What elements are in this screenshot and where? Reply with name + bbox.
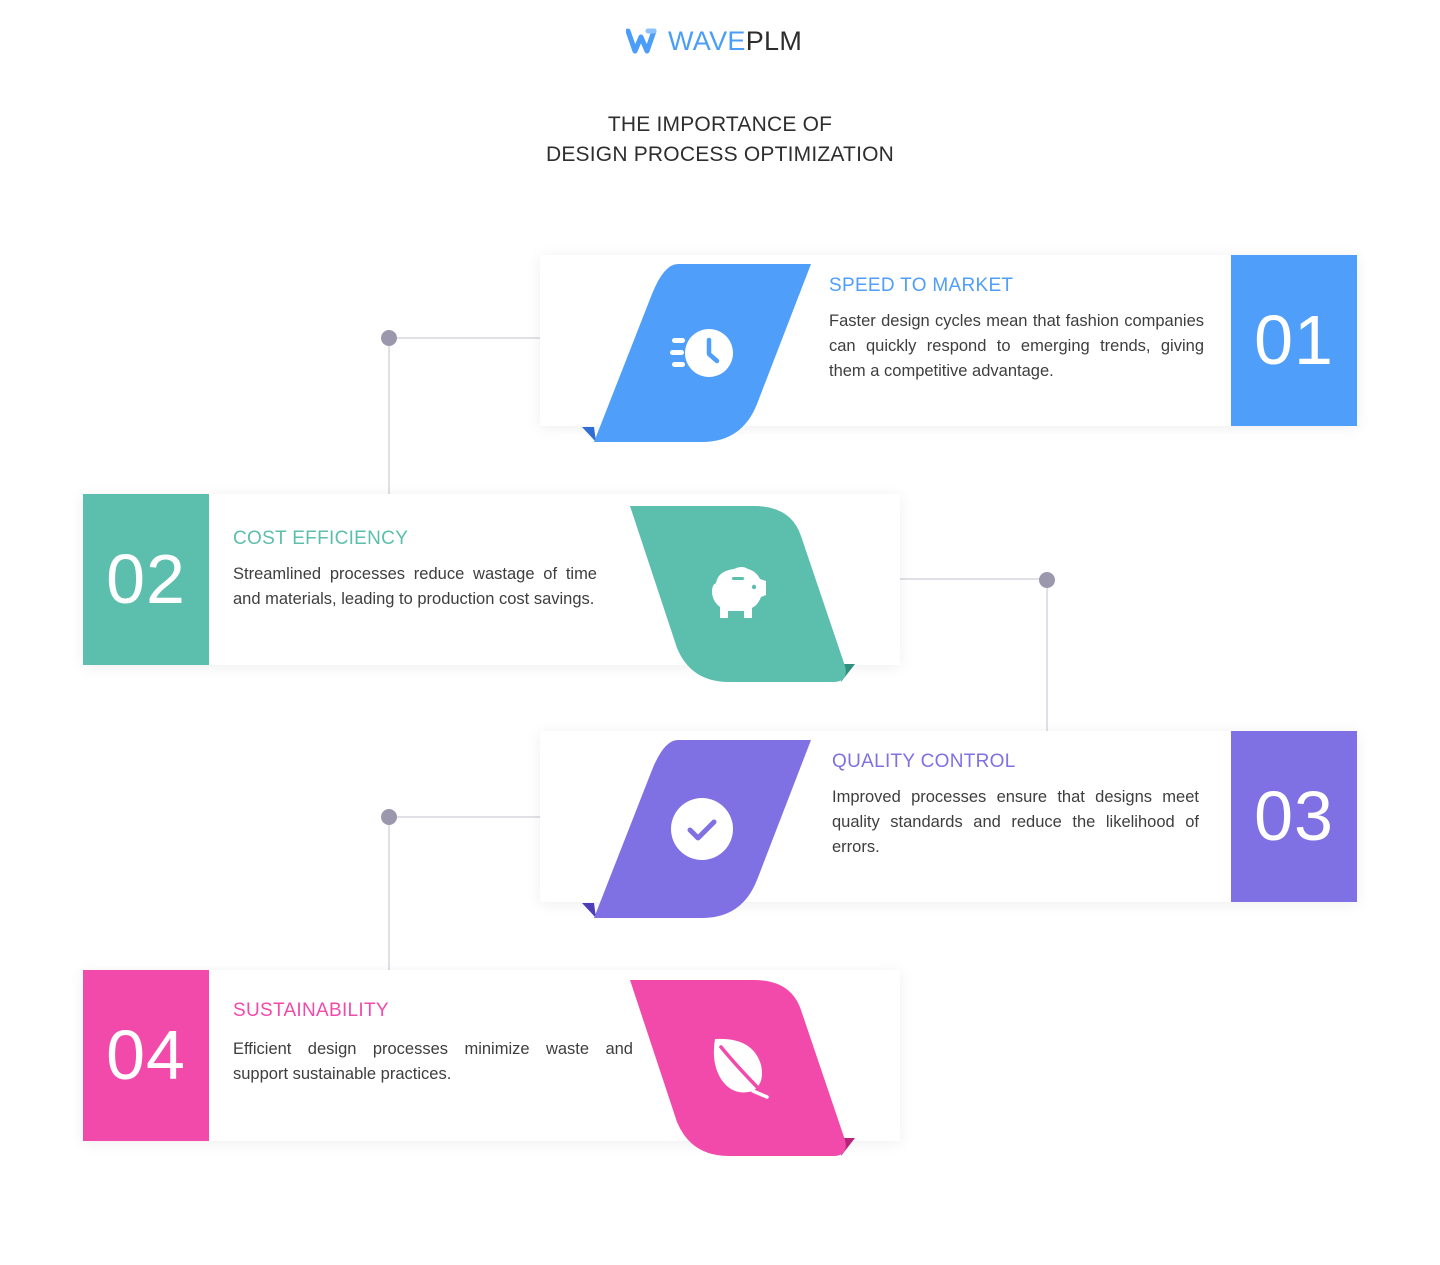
piggy-bank-icon — [712, 567, 766, 618]
step-heading: SUSTAINABILITY — [233, 1000, 389, 1021]
step-heading: QUALITY CONTROL — [832, 751, 1016, 772]
step-card-quality-control: QUALITY CONTROL Improved processes ensur… — [540, 731, 1357, 918]
connector-dot — [381, 809, 397, 825]
step-card-sustainability: 04 SUSTAINABILITY Efficient design proce… — [83, 970, 900, 1156]
step-description: Streamlined processes reduce wastage of … — [233, 565, 597, 608]
step-description: Faster design cycles mean that fashion c… — [829, 312, 1204, 380]
step-number: 04 — [83, 970, 209, 1141]
connector-dot — [381, 330, 397, 346]
check-circle-icon — [671, 798, 733, 860]
step-number: 03 — [1231, 731, 1357, 902]
step-description: Improved processes ensure that designs m… — [832, 788, 1199, 856]
brand-logo: WAVEPLM — [626, 24, 802, 58]
clock-speed-icon — [670, 329, 733, 377]
brand-name: WAVEPLM — [668, 25, 803, 56]
wave-logo-icon — [626, 28, 657, 54]
step-heading: COST EFFICIENCY — [233, 528, 409, 549]
step-description: Efficient design processes minimize wast… — [233, 1040, 633, 1083]
leaf-icon — [713, 1038, 769, 1099]
step-heading: SPEED TO MARKET — [829, 275, 1014, 296]
connector-dot — [1039, 572, 1055, 588]
step-number: 02 — [83, 494, 209, 665]
title-line-1: THE IMPORTANCE OF — [607, 113, 833, 136]
title-line-2: DESIGN PROCESS OPTIMIZATION — [545, 143, 895, 166]
page-title: THE IMPORTANCE OF DESIGN PROCESS OPTIMIZ… — [0, 110, 1440, 170]
step-card-speed-to-market: SPEED TO MARKET Faster design cycles mea… — [540, 255, 1357, 442]
step-card-cost-efficiency: 02 COST EFFICIENCY Streamlined processes… — [83, 494, 900, 682]
step-number: 01 — [1231, 255, 1357, 426]
